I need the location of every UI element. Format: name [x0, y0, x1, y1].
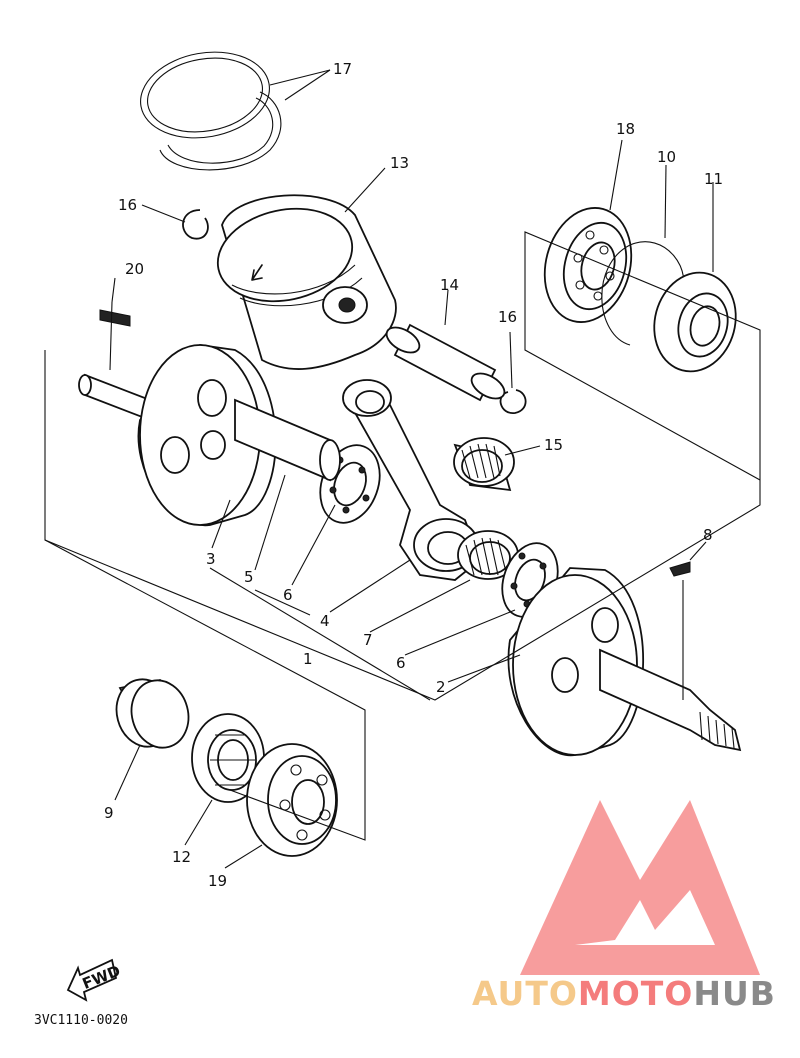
big-end-bearing	[457, 530, 519, 580]
piston-rings	[140, 51, 282, 171]
piston-pin	[385, 323, 506, 402]
callout-14: 14	[440, 276, 459, 294]
callout-8: 8	[703, 526, 713, 544]
callout-1: 1	[303, 650, 313, 668]
watermark-auto: AUTO	[472, 974, 578, 1013]
leader-lines	[109, 69, 714, 869]
fwd-arrow: FWD	[66, 958, 123, 1002]
callout-10: 10	[657, 148, 676, 166]
circlip-left	[182, 209, 209, 240]
crank-wheel-left	[78, 344, 341, 526]
bearing-12	[191, 713, 265, 803]
thrust-washer-left	[319, 444, 381, 524]
assembly-brackets	[44, 231, 761, 841]
callout-13: 13	[390, 154, 409, 172]
callout-9: 9	[104, 804, 114, 822]
callout-16-left: 16	[118, 196, 137, 214]
watermark-brand: AUTOMOTOHUB	[472, 974, 776, 1013]
callout-11: 11	[704, 170, 723, 188]
drawing-code: 3VC1110-0020	[34, 1013, 128, 1028]
callout-20: 20	[125, 260, 144, 278]
callout-6-left: 6	[283, 586, 293, 604]
callout-15: 15	[544, 436, 563, 454]
callout-4: 4	[320, 612, 330, 630]
callout-16-right: 16	[498, 308, 517, 326]
callout-17: 17	[333, 60, 352, 78]
collar	[115, 678, 190, 749]
callout-7: 7	[363, 631, 373, 649]
callout-3: 3	[206, 550, 216, 568]
callout-5: 5	[244, 568, 254, 586]
watermark-hub: HUB	[693, 974, 776, 1013]
small-end-bearing	[453, 437, 515, 492]
circlip-bearing	[601, 241, 685, 346]
bearing-19	[246, 743, 338, 857]
watermark-moto: MOTO	[578, 974, 693, 1013]
oil-seal	[653, 271, 737, 373]
callout-6-right: 6	[396, 654, 406, 672]
piston	[216, 194, 397, 370]
callout-19: 19	[208, 872, 227, 890]
callout-12: 12	[172, 848, 191, 866]
callout-numbers: 1 2 3 4 5 6 6 7 8 9 10 11 12 13 14 15 16…	[104, 60, 723, 890]
bearing-right	[543, 207, 633, 323]
woodruff-key-left	[99, 309, 131, 327]
automotohub-logo	[520, 800, 760, 975]
callout-2: 2	[436, 678, 446, 696]
callout-18: 18	[616, 120, 635, 138]
crank-wheel-right	[507, 561, 742, 756]
